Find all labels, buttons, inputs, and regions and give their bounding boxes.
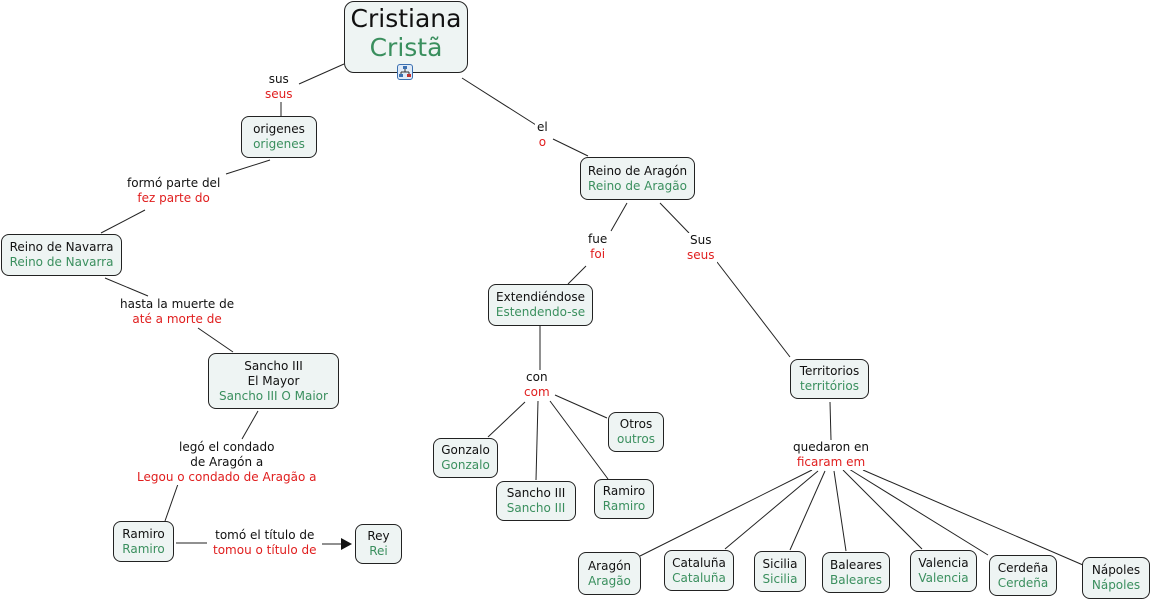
link-con: con com bbox=[522, 370, 552, 400]
connector bbox=[829, 401, 832, 441]
connector bbox=[461, 77, 537, 126]
connector bbox=[833, 470, 847, 552]
connector bbox=[610, 202, 628, 232]
link-quedaron: quedaron en ficaram em bbox=[791, 440, 871, 470]
link-el: el o bbox=[535, 120, 550, 150]
concept-extendiendose[interactable]: Extendiéndose Estendendo-se bbox=[488, 284, 593, 326]
concept-valencia[interactable]: Valencia Valencia bbox=[910, 550, 977, 592]
concept-aragon[interactable]: Aragón Aragão bbox=[578, 552, 641, 595]
concept-label-es: Cristiana bbox=[350, 4, 462, 33]
concept-map-icon[interactable] bbox=[397, 64, 413, 80]
link-formo-parte: formó parte del fez parte do bbox=[125, 176, 223, 206]
connector bbox=[724, 470, 819, 550]
connector bbox=[197, 327, 234, 353]
link-sus-territorios: Sus seus bbox=[685, 233, 717, 263]
concept-ramiro[interactable]: Ramiro Ramiro bbox=[113, 521, 174, 562]
connector bbox=[789, 470, 826, 551]
connector bbox=[100, 209, 146, 234]
connector bbox=[659, 202, 690, 234]
concept-reino-aragon[interactable]: Reino de Aragón Reino de Aragão bbox=[580, 157, 695, 200]
concept-origenes[interactable]: origenes origenes bbox=[241, 116, 317, 158]
connector bbox=[104, 277, 149, 297]
connector bbox=[716, 261, 791, 358]
connector bbox=[639, 469, 813, 557]
connector bbox=[552, 138, 589, 157]
connector bbox=[848, 468, 989, 556]
concept-cerdena[interactable]: Cerdeña Cerdeña bbox=[989, 555, 1057, 596]
concept-otros[interactable]: Otros outros bbox=[608, 412, 664, 452]
connector bbox=[241, 410, 259, 440]
connector bbox=[554, 394, 608, 419]
connector bbox=[549, 400, 609, 480]
concept-rey[interactable]: Rey Rei bbox=[355, 524, 402, 564]
link-hasta-muerte: hasta la muerte de até a morte de bbox=[118, 297, 237, 327]
concept-ramiro-con[interactable]: Ramiro Ramiro bbox=[594, 479, 654, 519]
concept-gonzalo[interactable]: Gonzalo Gonzalo bbox=[433, 438, 498, 478]
connector bbox=[862, 469, 1084, 566]
connector bbox=[225, 159, 271, 175]
concept-sancho-iii[interactable]: Sancho III Sancho III bbox=[496, 481, 576, 521]
connector bbox=[487, 401, 526, 438]
concept-label-pt: Cristã bbox=[369, 33, 443, 62]
concept-napoles[interactable]: Nápoles Nápoles bbox=[1082, 557, 1150, 599]
connector bbox=[164, 483, 179, 522]
connector bbox=[567, 265, 587, 285]
link-tomo-titulo: tomó el título de tomou o título de bbox=[211, 528, 319, 558]
concept-cristiana[interactable]: Cristiana Cristã bbox=[344, 1, 468, 73]
connector bbox=[298, 63, 345, 85]
arrowhead-icon bbox=[341, 538, 352, 550]
connector bbox=[842, 469, 923, 550]
concept-sancho-mayor[interactable]: Sancho III El Mayor Sancho III O Maior bbox=[208, 353, 339, 409]
concept-cataluna[interactable]: Cataluña Cataluña bbox=[664, 550, 734, 591]
connector bbox=[535, 400, 539, 481]
link-lego-condado: legó el condado de Aragón a Legou o cond… bbox=[135, 440, 319, 485]
concept-territorios[interactable]: Territorios territórios bbox=[790, 359, 869, 399]
concept-reino-navarra[interactable]: Reino de Navarra Reino de Navarra bbox=[1, 234, 122, 276]
concept-sicilia[interactable]: Sicilia Sicilia bbox=[754, 551, 806, 592]
link-fue: fue foi bbox=[586, 232, 610, 262]
link-sus: sus seus bbox=[263, 72, 295, 102]
concept-baleares[interactable]: Baleares Baleares bbox=[822, 552, 890, 593]
